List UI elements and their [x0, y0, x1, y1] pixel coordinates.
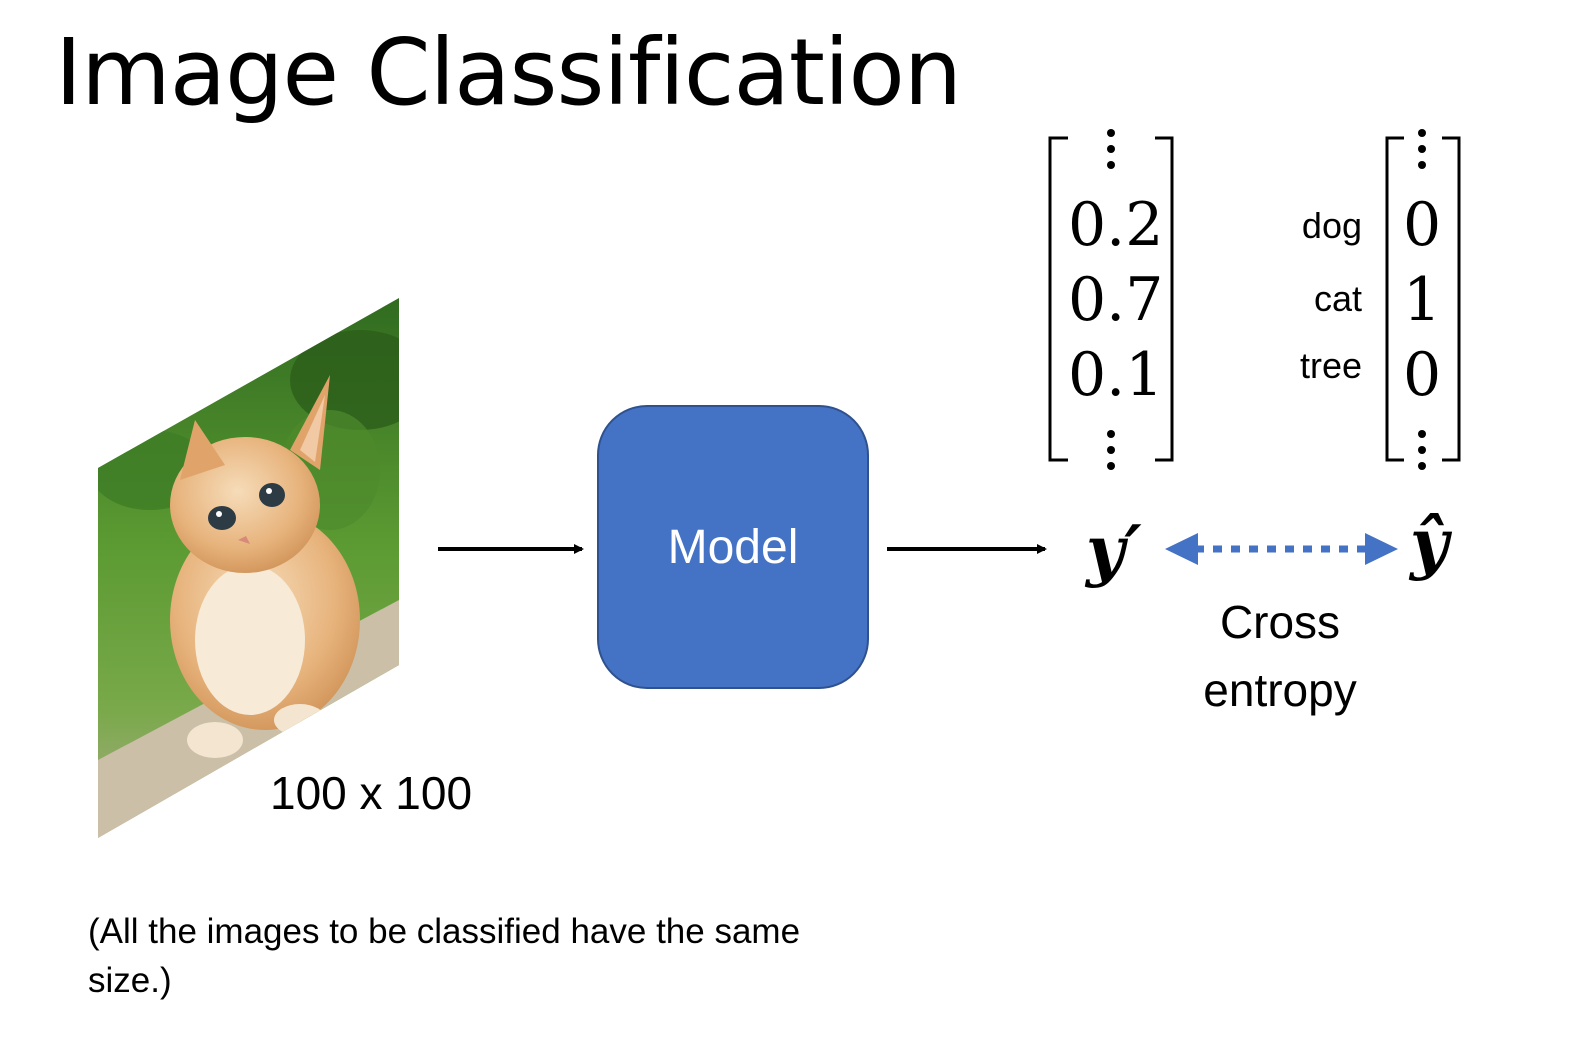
image-size-label: 100 x 100 — [270, 767, 473, 819]
target-vector-brackets — [1385, 136, 1461, 462]
footnote: (All the images to be classified have th… — [88, 912, 801, 1000]
loss-label-line1: Cross — [1219, 596, 1341, 648]
class-label-dog: dog — [1301, 205, 1362, 246]
target-value: 0 — [1403, 190, 1442, 260]
prediction-value: 0.1 — [1068, 340, 1164, 410]
prediction-value: 0.2 — [1068, 190, 1164, 260]
model-box: Model — [597, 405, 869, 689]
loss-arrow — [1165, 533, 1398, 565]
input-image — [98, 298, 399, 838]
loss-label: Cross entropy — [1160, 588, 1400, 724]
page-title: Image Classification — [55, 19, 962, 126]
prediction-value: 0.7 — [1068, 265, 1164, 335]
target-value: 1 — [1403, 265, 1442, 335]
prediction-vector-dots — [1107, 129, 1115, 470]
prediction-vector-brackets — [1048, 136, 1174, 462]
target-symbol: ŷ — [1410, 504, 1449, 582]
prediction-symbol: y′ — [1086, 511, 1142, 589]
class-label-tree: tree — [1299, 345, 1362, 386]
model-label: Model — [667, 520, 799, 574]
class-label-cat: cat — [1313, 278, 1362, 319]
target-vector-dots — [1418, 129, 1426, 470]
loss-label-line2: entropy — [1203, 664, 1357, 716]
target-value: 0 — [1403, 340, 1442, 410]
